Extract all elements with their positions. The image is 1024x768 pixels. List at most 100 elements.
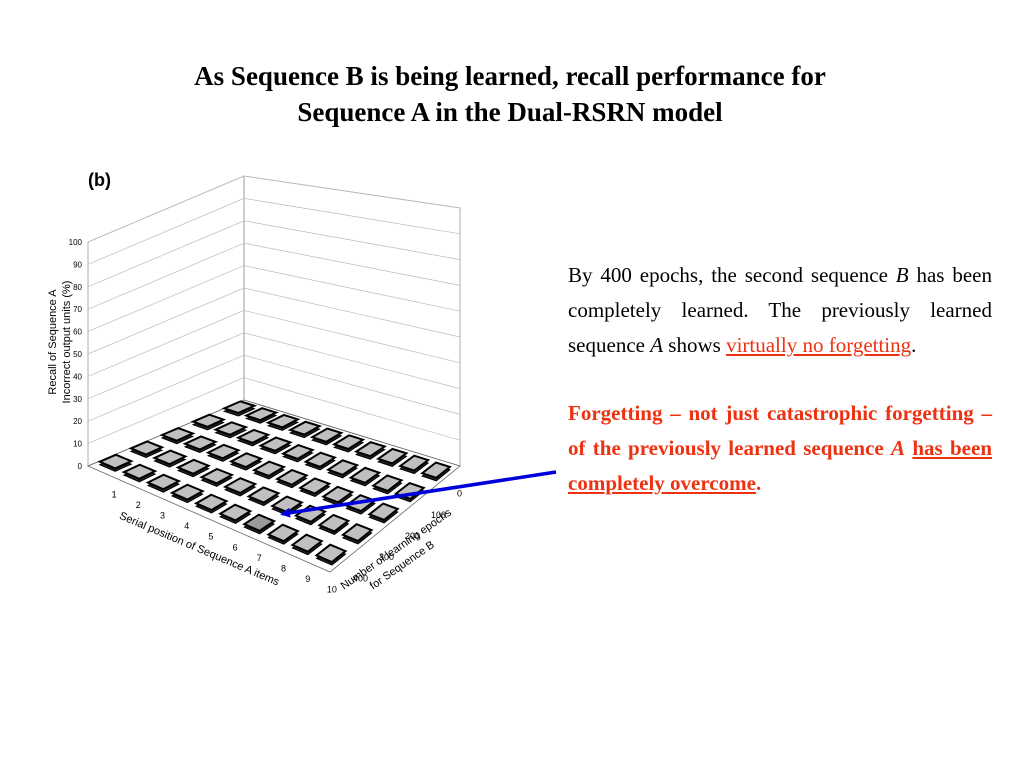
- z-tick-label: 80: [73, 283, 82, 292]
- z-tick-label: 30: [73, 395, 82, 404]
- y-tick-label: 400: [353, 573, 368, 583]
- x-tick-label: 2: [136, 500, 141, 510]
- bar: [398, 454, 431, 472]
- bar: [371, 474, 404, 492]
- paragraph-1-text-e: shows: [663, 333, 727, 357]
- paragraph-2-text-a: Forgetting – not just catastrophic forge…: [568, 401, 992, 460]
- x-tick-label: 5: [208, 532, 213, 542]
- z-tick-label: 40: [73, 372, 82, 381]
- grid-line: [87, 287, 461, 355]
- bar: [298, 477, 332, 495]
- bar: [258, 436, 293, 452]
- z-tick-label: 100: [69, 238, 83, 247]
- x-tick-label: 9: [305, 574, 310, 584]
- x-tick-label: 4: [184, 521, 189, 531]
- bar: [340, 523, 374, 543]
- bar: [121, 463, 158, 480]
- bar: [314, 543, 348, 564]
- slide-title-line-2: Sequence A in the Dual-RSRN model: [297, 97, 723, 127]
- x-tick-label: 6: [233, 542, 238, 552]
- bar: [151, 449, 188, 466]
- y-tick-label: 300: [379, 552, 394, 562]
- z-axis-label-line-2: Incorrect output units (%): [61, 281, 73, 404]
- bar: [251, 460, 287, 477]
- z-tick-label: 90: [73, 260, 82, 269]
- grid-line: [87, 265, 461, 332]
- slide-title-line-1: As Sequence B is being learned, recall p…: [194, 61, 826, 91]
- grid-line: [87, 220, 461, 288]
- bar: [193, 493, 229, 512]
- z-tick-label: 60: [73, 328, 82, 337]
- paragraph-2: Forgetting – not just catastrophic forge…: [568, 396, 992, 501]
- z-axis-label-line-1: Recall of Sequence A: [47, 289, 59, 395]
- paragraph-1-text-c: has been completely learned. The previou…: [568, 263, 993, 357]
- bar: [287, 420, 323, 436]
- bar: [222, 477, 258, 495]
- x-tick-label: 3: [160, 511, 165, 521]
- sequence-a-italic: A: [650, 333, 664, 357]
- bar: [128, 440, 165, 456]
- z-tick-label: 10: [73, 440, 82, 449]
- bar: [266, 523, 300, 543]
- bar: [420, 461, 452, 479]
- bar: [353, 441, 387, 458]
- bar: [321, 485, 355, 504]
- bar: [199, 467, 235, 485]
- panel-label: (b): [88, 170, 111, 190]
- bar: [331, 434, 366, 451]
- paragraph-1-text-a: By 400 epochs, the second sequence: [568, 263, 896, 287]
- virtually-no-forgetting-highlight: virtually no forgetting: [726, 333, 912, 357]
- z-tick-label: 50: [73, 350, 82, 359]
- bar: [169, 483, 205, 501]
- bar: [190, 413, 227, 428]
- bar: [274, 468, 309, 486]
- chart-bars: [97, 400, 452, 566]
- bar: [317, 513, 351, 533]
- z-tick-label: 70: [73, 305, 82, 314]
- y-axis-label-line-1: Number of learning epochs: [339, 506, 454, 592]
- grid-line: [87, 175, 461, 243]
- x-tick-label: 7: [257, 553, 262, 563]
- bar: [265, 413, 301, 429]
- bar: [367, 502, 400, 522]
- y-tick-label: 0: [457, 489, 462, 499]
- bar: [309, 427, 344, 443]
- grid-line: [87, 332, 461, 400]
- paragraph-2-period: .: [755, 471, 762, 495]
- chart-grid: [86, 175, 461, 573]
- grid-line: [87, 310, 461, 377]
- z-tick-label: 20: [73, 417, 82, 426]
- grid-line: [87, 242, 461, 310]
- bar: [218, 503, 253, 522]
- bar: [221, 400, 258, 415]
- x-tick-label: 10: [327, 585, 337, 595]
- pointer-arrow: [280, 470, 557, 518]
- slide-title: As Sequence B is being learned, recall p…: [60, 58, 960, 130]
- bar: [375, 447, 409, 465]
- bar: [182, 435, 219, 451]
- bar: [303, 451, 338, 468]
- bar: [280, 444, 315, 460]
- chart-ticks: 0102030405060708090100123456789104003002…: [69, 238, 462, 595]
- bar: [290, 533, 324, 553]
- bar: [145, 473, 182, 491]
- sequence-b-italic: B: [895, 263, 909, 287]
- bar: [228, 452, 264, 469]
- grid-line: [87, 198, 461, 265]
- bar: [235, 428, 271, 444]
- bar: [97, 453, 134, 470]
- completely-overcome-highlight: has been completely overcome: [568, 436, 992, 495]
- bar: [159, 427, 196, 442]
- body-text: By 400 epochs, the second sequence B has…: [568, 258, 992, 501]
- z-tick-label: 0: [78, 462, 83, 471]
- x-tick-label: 1: [112, 489, 117, 499]
- bar: [325, 459, 360, 476]
- paragraph-1-period: .: [911, 333, 917, 357]
- grid-line: [87, 377, 461, 444]
- grid-line: [87, 354, 461, 422]
- bar: [175, 458, 211, 475]
- x-tick-label: 8: [281, 564, 286, 574]
- bar: [205, 443, 241, 460]
- bar: [243, 407, 279, 422]
